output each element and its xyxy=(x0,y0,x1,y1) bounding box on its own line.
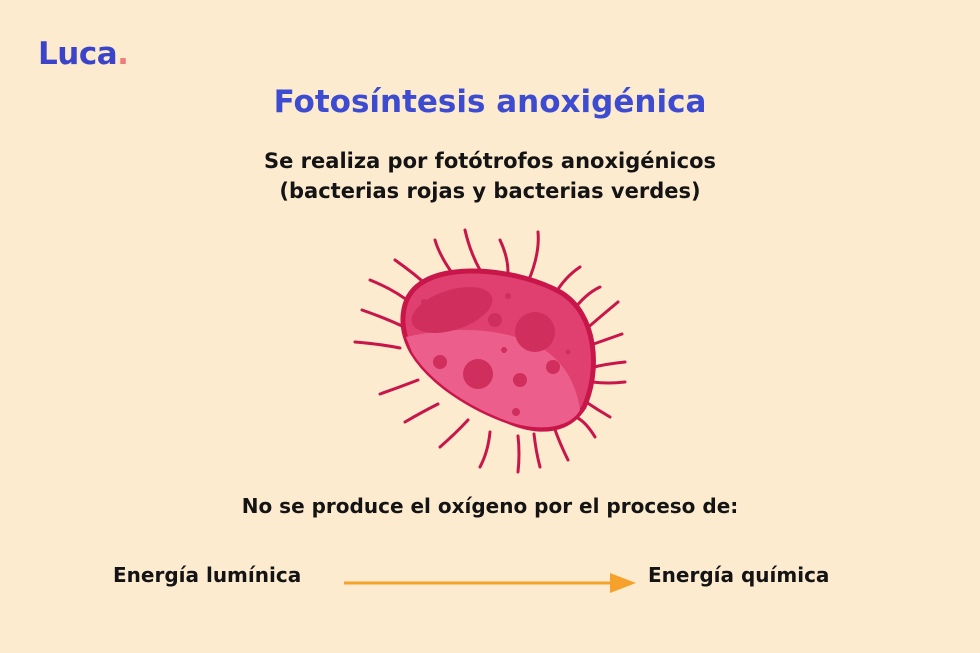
page-title: Fotosíntesis anoxigénica xyxy=(273,84,707,120)
arrow-right-icon xyxy=(344,573,636,593)
luca-logo: Luca. xyxy=(38,36,129,72)
energy-to-label: Energía química xyxy=(648,563,830,587)
energy-from-label: Energía lumínica xyxy=(113,563,302,587)
logo-text: Luca xyxy=(38,36,118,72)
subtitle: Se realiza por fotótrofos anoxigénicos (… xyxy=(0,146,980,206)
subtitle-line-2: (bacterias rojas y bacterias verdes) xyxy=(279,179,701,203)
bacterium-icon xyxy=(353,228,627,474)
process-label: No se produce el oxígeno por el proceso … xyxy=(241,494,739,518)
logo-dot: . xyxy=(117,36,129,72)
subtitle-line-1: Se realiza por fotótrofos anoxigénicos xyxy=(264,149,716,173)
